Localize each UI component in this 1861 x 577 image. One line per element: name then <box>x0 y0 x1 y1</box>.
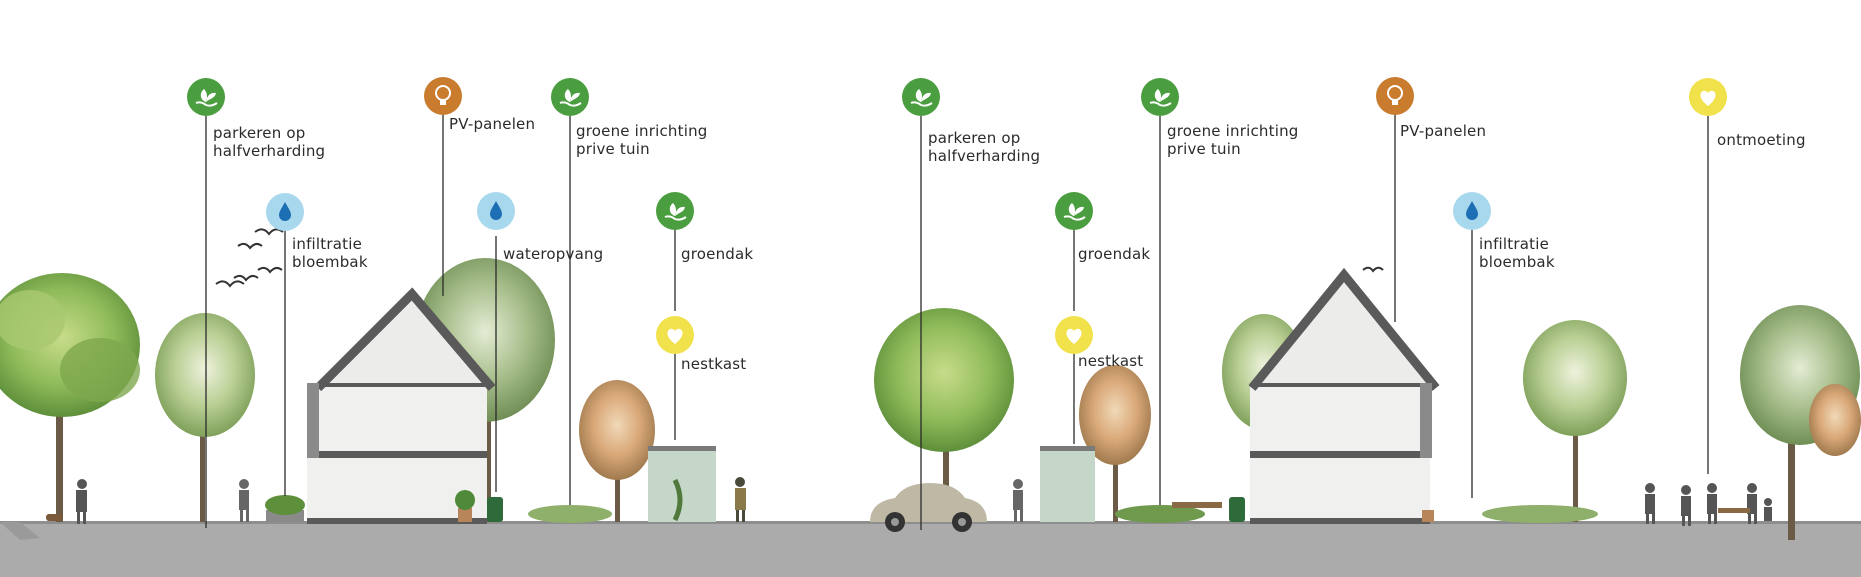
callout-label-infiltratie-1: infiltratie bloembak <box>292 235 368 271</box>
shed-middle <box>1040 446 1095 522</box>
garden-bed-right <box>1482 505 1598 523</box>
callout-label-groene-1: groene inrichting prive tuin <box>576 122 708 158</box>
planter-pot-left <box>458 508 472 522</box>
house-right <box>1248 267 1440 524</box>
person-middle-1 <box>1013 479 1023 522</box>
heart-icon <box>1689 78 1727 116</box>
person-left-1 <box>76 479 87 524</box>
callout-lines <box>205 111 1709 530</box>
callout-label-ontmoeting: ontmoeting <box>1717 131 1806 149</box>
water-drop-icon <box>1453 192 1491 230</box>
garden-bed-left <box>528 505 612 523</box>
tree-large-left <box>0 273 140 522</box>
tree-autumn-2 <box>1079 365 1151 522</box>
birds-flock <box>215 228 1384 288</box>
car-beetle <box>870 483 987 532</box>
ground <box>0 522 1861 577</box>
ground-edge <box>0 521 1861 524</box>
person-left-3 <box>735 477 746 522</box>
rain-barrel-middle <box>1229 497 1245 522</box>
callout-label-nestkast-2: nestkast <box>1078 352 1144 370</box>
tree-large-right <box>1740 305 1861 540</box>
callout-label-nestkast-1: nestkast <box>681 355 747 373</box>
callout-label-groene-2: groene inrichting prive tuin <box>1167 122 1299 158</box>
callout-label-groendak-1: groendak <box>681 245 754 263</box>
leaf-hand-icon <box>187 78 225 116</box>
callout-label-groendak-2: groendak <box>1078 245 1151 263</box>
tree-white-2 <box>1523 320 1627 522</box>
lightbulb-icon <box>1376 77 1414 115</box>
planter-pot-right <box>1422 510 1434 522</box>
dog-left <box>46 514 62 521</box>
callout-label-parkeren-1: parkeren op halfverharding <box>213 124 326 160</box>
tree-autumn-1 <box>579 380 655 522</box>
water-drop-icon <box>477 192 515 230</box>
leaf-hand-icon <box>1141 78 1179 116</box>
bench-middle <box>1172 502 1222 508</box>
lightbulb-icon <box>424 77 462 115</box>
callout-label-infiltratie-2: infiltratie bloembak <box>1479 235 1555 271</box>
leaf-hand-icon <box>656 192 694 230</box>
heart-icon <box>1055 316 1093 354</box>
rain-barrel-left <box>487 497 503 522</box>
tree-white-1 <box>155 313 255 522</box>
leaf-hand-icon <box>1055 192 1093 230</box>
shed-left <box>648 446 716 522</box>
garden-bed-middle <box>1115 505 1205 523</box>
leaf-hand-icon <box>551 78 589 116</box>
callout-label-pv-2: PV-panelen <box>1400 122 1487 140</box>
curb-left <box>0 522 40 540</box>
leaf-hand-icon <box>902 78 940 116</box>
callout-label-pv-1: PV-panelen <box>449 115 536 133</box>
picnic-table-right <box>1718 508 1750 513</box>
callout-label-parkeren-2: parkeren op halfverharding <box>928 129 1041 165</box>
water-drop-icon <box>266 193 304 231</box>
shrub-left-1 <box>265 495 305 515</box>
heart-icon <box>656 316 694 354</box>
people-group-right <box>1645 483 1772 526</box>
tree-middle-1 <box>874 308 1014 522</box>
callout-label-wateropvang: wateropvang <box>503 245 604 263</box>
person-left-2 <box>239 479 249 522</box>
